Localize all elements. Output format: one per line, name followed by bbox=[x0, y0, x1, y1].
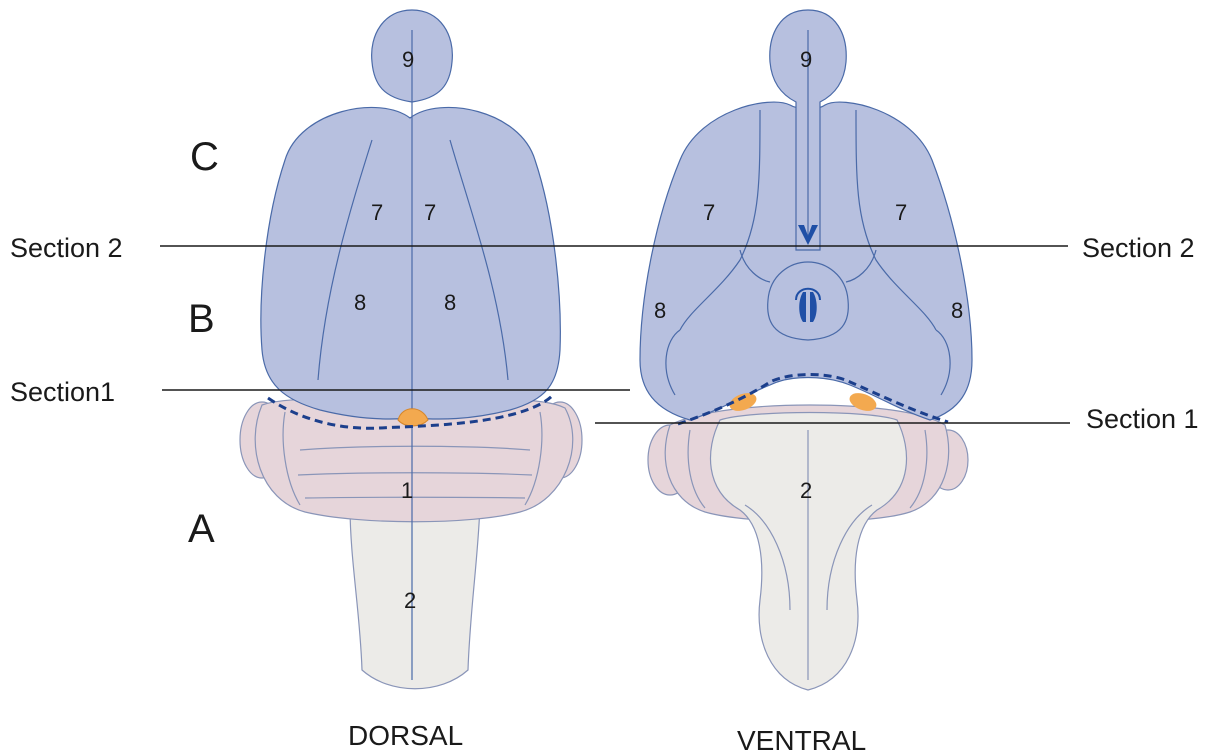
ventral-number-2: 2 bbox=[800, 478, 812, 503]
dorsal-number-1: 1 bbox=[401, 478, 413, 503]
dorsal-number-2: 2 bbox=[404, 588, 416, 613]
dorsal-number-7-left: 7 bbox=[371, 200, 383, 225]
section1-label-right: Section 1 bbox=[1086, 404, 1199, 434]
dorsal-cerebrum bbox=[261, 107, 560, 419]
dorsal-number-7-right: 7 bbox=[424, 200, 436, 225]
region-label-b: B bbox=[188, 297, 215, 341]
ventral-number-7-right: 7 bbox=[895, 200, 907, 225]
dorsal-number-9: 9 bbox=[402, 47, 414, 72]
view-label-ventral: VENTRAL bbox=[737, 725, 866, 755]
ventral-hypothalamus bbox=[768, 262, 849, 340]
section1-label-left: Section1 bbox=[10, 377, 115, 407]
view-label-dorsal: DORSAL bbox=[348, 720, 463, 751]
section2-label-left: Section 2 bbox=[10, 233, 123, 263]
region-label-a: A bbox=[188, 507, 215, 551]
dorsal-number-8-left: 8 bbox=[354, 290, 366, 315]
dorsal-number-8-right: 8 bbox=[444, 290, 456, 315]
ventral-number-9: 9 bbox=[800, 47, 812, 72]
region-label-c: C bbox=[190, 135, 219, 179]
ventral-view bbox=[640, 10, 972, 690]
ventral-number-8-right: 8 bbox=[951, 298, 963, 323]
dorsal-view bbox=[240, 10, 582, 689]
ventral-number-7-left: 7 bbox=[703, 200, 715, 225]
ventral-number-8-left: 8 bbox=[654, 298, 666, 323]
section2-label-right: Section 2 bbox=[1082, 233, 1195, 263]
